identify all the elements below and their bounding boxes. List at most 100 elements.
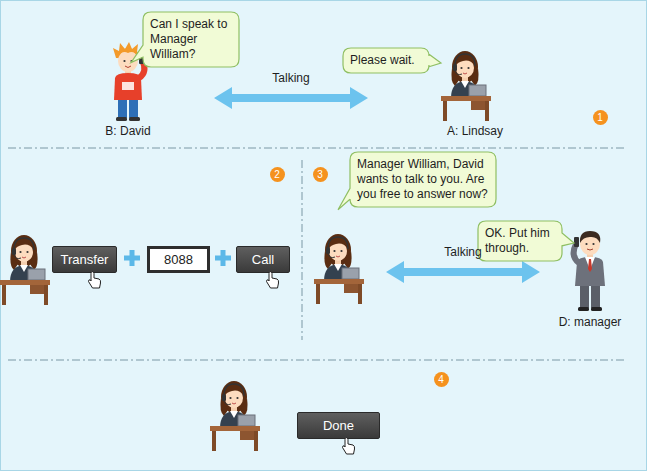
- divider-line: [8, 360, 625, 361]
- divider-line: [302, 160, 303, 340]
- operator-figure-part: [314, 279, 364, 284]
- operator-figure-part: [328, 254, 335, 258]
- operator-figure-part: [455, 71, 462, 75]
- button-text: Done: [304, 418, 373, 433]
- operator-figure-part: [333, 250, 335, 252]
- caller-figure-part: [125, 66, 131, 68]
- operator-figure-part: [19, 251, 21, 253]
- operator-figure-part: [469, 85, 486, 96]
- bubble-outline: [478, 221, 574, 261]
- operator-figure-part: [344, 284, 358, 293]
- button-text: Call: [243, 252, 283, 267]
- operator-figure-part: [0, 280, 50, 285]
- operator-figure: [0, 235, 50, 305]
- caller-figure-part: [122, 82, 134, 90]
- operator-figure: [210, 381, 260, 451]
- callout-number: 2: [270, 167, 285, 182]
- operator-figure-part: [224, 384, 244, 396]
- plus-sign-part: [130, 250, 135, 266]
- plus-sign: [215, 250, 231, 266]
- operator-figure-part: [328, 237, 348, 249]
- speech-bubble: Can I speak to Manager William?: [143, 12, 239, 67]
- divider-line: [8, 148, 625, 149]
- operator-figure-part: [342, 268, 359, 279]
- plus-sign: [124, 250, 140, 266]
- operator-figure-part: [210, 426, 260, 431]
- callout-number: 4: [434, 372, 449, 387]
- manager-figure-part: [592, 243, 594, 245]
- operator-figure-part: [2, 285, 6, 305]
- speech-bubble: Please wait.: [343, 48, 429, 73]
- operator-figure-part: [30, 285, 44, 294]
- operator-figure: [441, 51, 491, 121]
- manager-figure-part: [591, 286, 600, 308]
- caller-figure-part: [123, 60, 125, 62]
- operator-figure-part: [14, 238, 34, 250]
- operator-figure: [314, 234, 364, 304]
- operator-figure-part: [236, 397, 238, 399]
- hand-cursor: [88, 272, 100, 289]
- person-name: A: Lindsay: [447, 124, 503, 138]
- operator-figure-part: [326, 247, 330, 254]
- operator-figure-part: [222, 394, 226, 401]
- operator-figure-part: [28, 269, 45, 280]
- manager-figure-part: [591, 307, 602, 311]
- person-name: B: David: [105, 124, 150, 138]
- caller-figure-part: [129, 100, 138, 118]
- arrow-label: Talking: [272, 71, 309, 85]
- bubble-outline: [131, 12, 239, 67]
- speech-bubble-text: Please wait.: [350, 53, 422, 68]
- operator-figure-part: [455, 54, 475, 66]
- callout-number: 3: [313, 167, 328, 182]
- operator-figure-part: [358, 284, 362, 304]
- manager-figure-part: [580, 286, 589, 308]
- hand-cursor: [342, 438, 354, 455]
- caller-figure-part: [129, 117, 140, 121]
- operator-figure-part: [328, 237, 348, 249]
- manager-figure-part: [588, 259, 592, 272]
- operator-figure-part: [254, 431, 258, 451]
- operator-figure-part: [26, 251, 28, 253]
- operator-figure-part: [441, 96, 491, 101]
- talking-arrow: [214, 87, 368, 109]
- arrow-label: Talking: [444, 245, 481, 259]
- operator-figure-part: [340, 250, 342, 252]
- operator-figure-part: [44, 285, 48, 305]
- number-field-text: 8088: [156, 252, 201, 267]
- speech-bubble-text: Manager William, David wants to talk to …: [357, 157, 489, 202]
- caller-figure-part: [118, 100, 127, 118]
- operator-figure-part: [316, 284, 320, 304]
- manager-figure-part: [574, 237, 579, 247]
- operator-figure-part: [230, 411, 238, 418]
- operator-figure-part: [224, 401, 231, 405]
- plus-sign-part: [221, 250, 226, 266]
- operator-figure-part: [232, 403, 236, 404]
- operator-figure-part: [224, 384, 244, 396]
- manager-figure-part: [580, 231, 600, 243]
- manager-figure-part: [587, 249, 593, 250]
- number-field: 8088: [147, 246, 210, 273]
- operator-figure-part: [238, 415, 255, 426]
- operator-figure-part: [14, 255, 21, 259]
- operator-figure-part: [240, 431, 254, 440]
- button: Call: [236, 246, 290, 273]
- speech-bubble: Manager William, David wants to talk to …: [350, 152, 496, 207]
- hand-cursor: [342, 437, 356, 455]
- operator-figure-part: [460, 67, 462, 69]
- operator-figure-part: [14, 238, 34, 250]
- operator-figure-part: [461, 81, 469, 88]
- button: Done: [297, 412, 380, 439]
- talking-arrow: [386, 261, 540, 283]
- hand-cursor: [267, 272, 279, 289]
- operator-figure-part: [12, 248, 16, 255]
- button: Transfer: [52, 246, 117, 273]
- hand-cursor: [88, 271, 102, 289]
- speech-bubble-text: Can I speak to Manager William?: [150, 17, 232, 62]
- manager-figure-part: [578, 307, 589, 311]
- bubble-outline: [343, 48, 441, 73]
- operator-figure-part: [336, 256, 340, 257]
- operator-figure-part: [467, 67, 469, 69]
- operator-figure-part: [453, 64, 457, 71]
